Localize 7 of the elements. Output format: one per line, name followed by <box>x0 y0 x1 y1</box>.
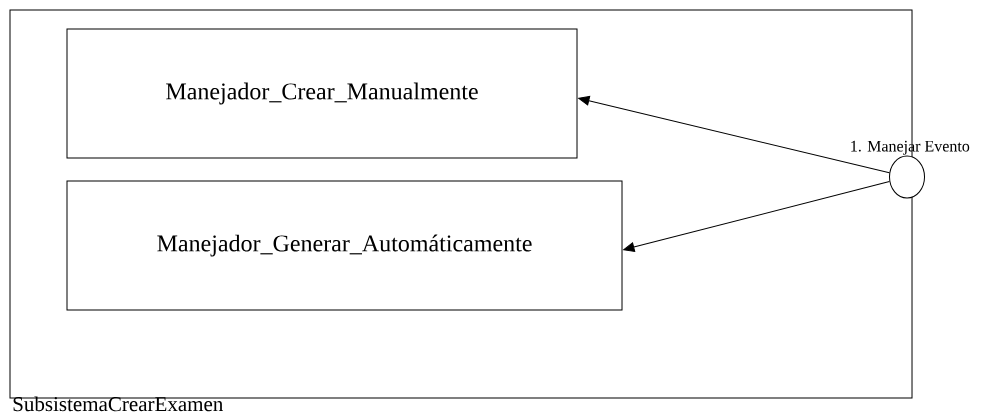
arrow <box>578 95 890 174</box>
box: Manejador_Generar_Automáticamente <box>66 180 623 311</box>
interface-circle <box>889 155 925 199</box>
interface-label: 1. Manejar Evento <box>851 140 970 155</box>
arrow <box>623 181 890 252</box>
box: Manejador_Crear_Manualmente <box>66 28 578 159</box>
node-label: SubsistemaCrearExamen <box>13 396 224 412</box>
